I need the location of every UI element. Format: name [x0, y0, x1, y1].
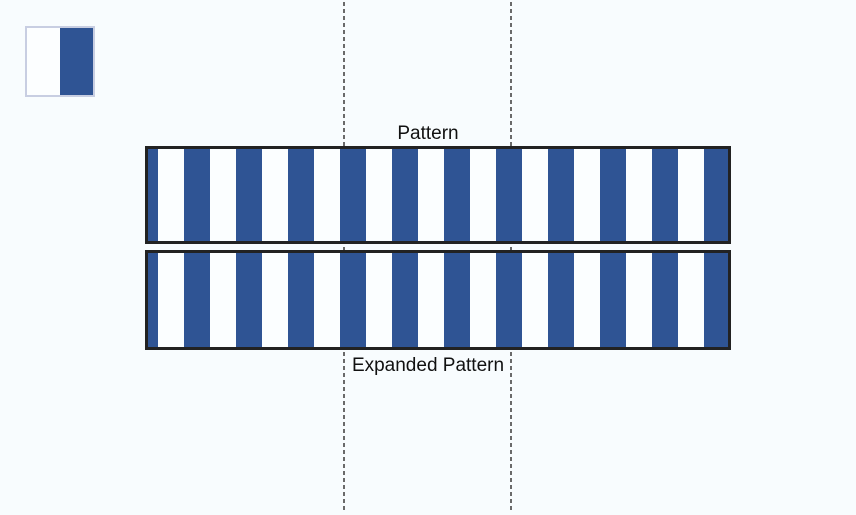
- pattern-label: Pattern: [397, 123, 459, 144]
- swatch-white-half: [27, 28, 60, 95]
- swatch-blue-half: [60, 28, 93, 95]
- pattern-unit-swatch: [25, 26, 95, 97]
- expanded-pattern-bar: [145, 250, 731, 350]
- expanded-pattern-label: Expanded Pattern: [351, 355, 505, 376]
- pattern-bar: [145, 146, 731, 244]
